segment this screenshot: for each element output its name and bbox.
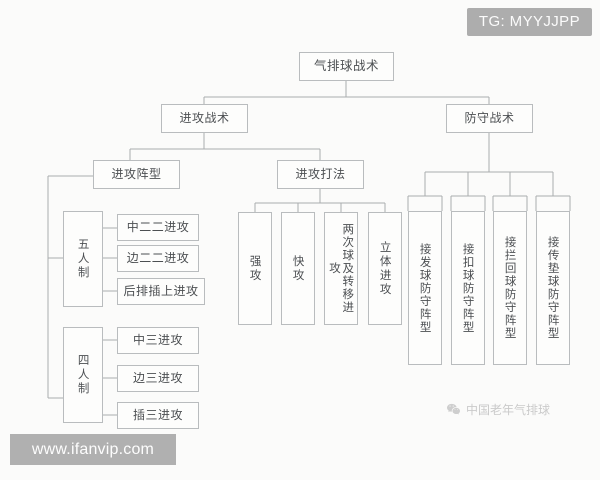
node-offense-play-label: 进攻打法 xyxy=(295,166,346,181)
tg-badge: TG: MYYJJPP xyxy=(466,8,592,36)
node-play-style-4-label: 立体进攻 xyxy=(378,240,393,297)
node-play-style-2-label: 快攻 xyxy=(291,254,306,283)
node-defense-formation-3: 接拦回球防守阵型 xyxy=(493,211,527,365)
node-defense-formation-1: 接发球防守阵型 xyxy=(408,211,442,365)
node-play-style-3-label: 两次球及转移进攻 xyxy=(328,223,356,314)
node-offense-tactics: 进攻战术 xyxy=(161,104,248,133)
node-five-child-3: 后排插上进攻 xyxy=(117,278,205,305)
node-defense-tactics: 防守战术 xyxy=(446,104,533,133)
site-watermark: www.ifanvip.com xyxy=(10,434,176,465)
node-defense-formation-4: 接传垫球防守阵型 xyxy=(536,211,570,365)
node-five-child-1: 中二二进攻 xyxy=(117,214,199,241)
node-play-style-3: 两次球及转移进攻 xyxy=(324,212,358,325)
node-play-style-1: 强攻 xyxy=(238,212,272,325)
wechat-watermark-label: 中国老年气排球 xyxy=(466,403,551,417)
node-defense-formation-2: 接扣球防守阵型 xyxy=(451,211,485,365)
node-defense-formation-2-label: 接扣球防守阵型 xyxy=(461,242,476,334)
node-five-child-3-label: 后排插上进攻 xyxy=(123,283,199,298)
node-four-child-2-label: 边三进攻 xyxy=(132,370,183,385)
node-four-child-1: 中三进攻 xyxy=(117,327,199,354)
node-play-style-2: 快攻 xyxy=(281,212,315,325)
node-four-child-2: 边三进攻 xyxy=(117,365,199,392)
node-offense-play: 进攻打法 xyxy=(277,160,364,189)
site-watermark-label: www.ifanvip.com xyxy=(31,440,155,458)
node-defense-formation-3-label: 接拦回球防守阵型 xyxy=(503,236,518,340)
node-four-child-1-label: 中三进攻 xyxy=(132,332,183,347)
node-play-style-1-label: 强攻 xyxy=(248,254,263,283)
node-five-child-2: 边二二进攻 xyxy=(117,245,199,272)
node-defense-formation-4-label: 接传垫球防守阵型 xyxy=(546,236,561,340)
node-offense-tactics-label: 进攻战术 xyxy=(179,110,230,125)
node-play-style-4: 立体进攻 xyxy=(368,212,402,325)
node-four-person-system-label: 四人制 xyxy=(76,354,91,396)
node-four-person-system: 四人制 xyxy=(63,327,103,423)
node-four-child-3-label: 插三进攻 xyxy=(132,407,183,422)
node-five-person-system: 五人制 xyxy=(63,211,103,307)
node-five-child-2-label: 边二二进攻 xyxy=(126,250,190,265)
node-offense-formation-label: 进攻阵型 xyxy=(111,166,162,181)
node-root: 气排球战术 xyxy=(299,52,394,81)
node-root-label: 气排球战术 xyxy=(313,58,379,74)
node-defense-tactics-label: 防守战术 xyxy=(464,110,515,125)
tg-badge-label: TG: MYYJJPP xyxy=(478,13,580,30)
wechat-watermark: 中国老年气排球 xyxy=(446,401,550,418)
node-offense-formation: 进攻阵型 xyxy=(93,160,180,189)
wechat-icon xyxy=(447,403,460,415)
node-five-person-system-label: 五人制 xyxy=(76,238,91,280)
node-four-child-3: 插三进攻 xyxy=(117,402,199,429)
node-five-child-1-label: 中二二进攻 xyxy=(126,219,190,234)
node-defense-formation-1-label: 接发球防守阵型 xyxy=(418,242,433,334)
